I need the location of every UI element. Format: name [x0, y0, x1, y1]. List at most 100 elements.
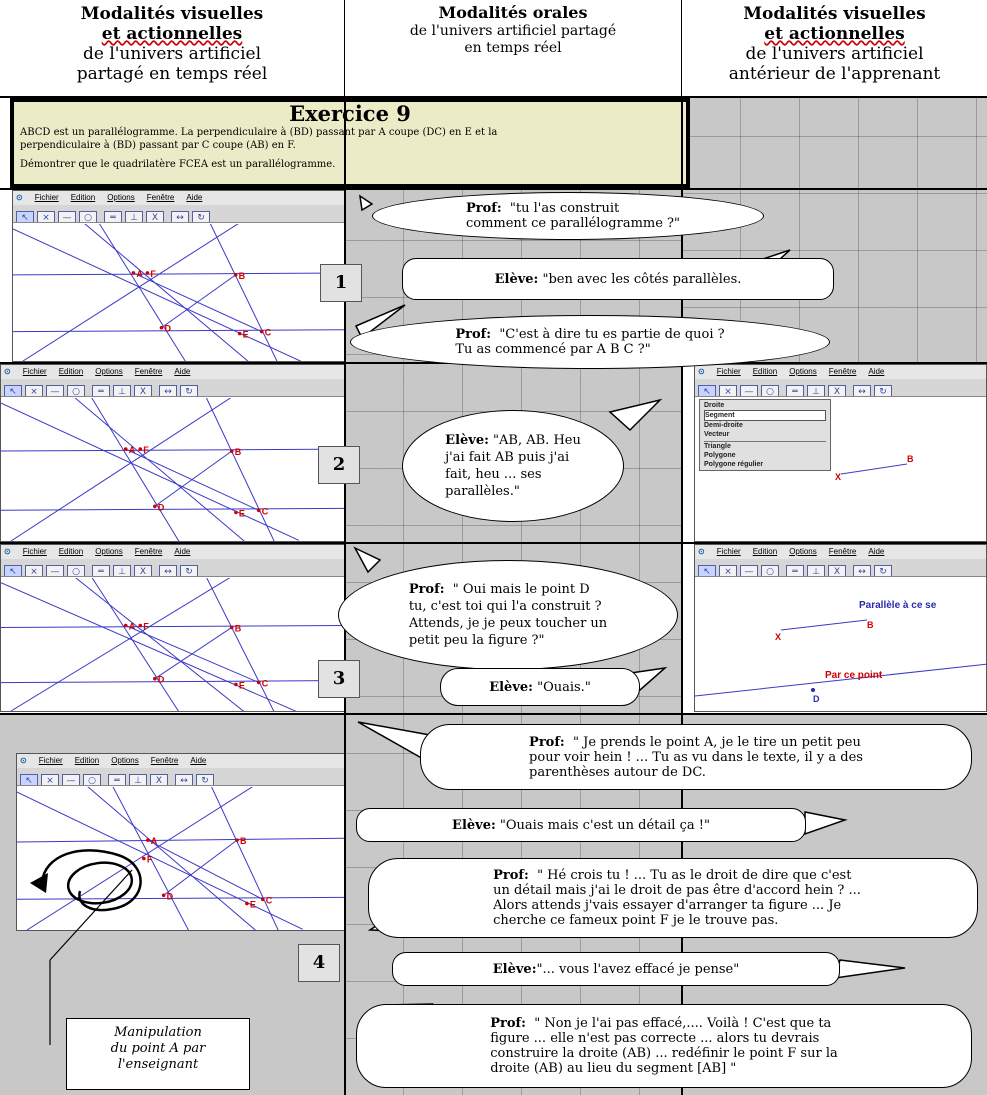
- construction-line[interactable]: [154, 626, 233, 680]
- construction-line[interactable]: [17, 896, 344, 900]
- construction-line[interactable]: [108, 787, 194, 930]
- construction-line[interactable]: [93, 224, 191, 361]
- transform-tool-icon[interactable]: ↻: [192, 211, 210, 222]
- segment-tool-icon[interactable]: —: [740, 385, 758, 396]
- menu-fentre[interactable]: Fenêtre: [134, 367, 163, 376]
- menu-aide[interactable]: Aide: [190, 756, 207, 765]
- construction-line[interactable]: [76, 787, 266, 930]
- menu-options[interactable]: Options: [789, 547, 817, 556]
- menu-aide[interactable]: Aide: [174, 547, 191, 556]
- point-a[interactable]: [131, 271, 136, 275]
- construction-line[interactable]: [63, 578, 256, 711]
- circle-tool-icon[interactable]: ○: [67, 385, 85, 396]
- point-e[interactable]: [234, 682, 238, 687]
- construction-line[interactable]: [86, 398, 185, 541]
- dropdown-item-droite[interactable]: Droite: [704, 402, 725, 409]
- construction-line[interactable]: [13, 329, 344, 333]
- circle-tool-icon[interactable]: ○: [67, 565, 85, 576]
- menu-options[interactable]: Options: [107, 193, 135, 202]
- menu-aide[interactable]: Aide: [174, 367, 191, 376]
- pointer-tool-icon[interactable]: ↖: [698, 385, 716, 396]
- menu-fichier[interactable]: Fichier: [22, 367, 47, 376]
- point-c[interactable]: [260, 897, 265, 902]
- line-tool-icon[interactable]: ⨯: [719, 385, 737, 396]
- menu-edition[interactable]: Edition: [58, 547, 84, 556]
- transform-tool-icon[interactable]: ↻: [180, 565, 198, 576]
- point-a[interactable]: [123, 623, 128, 628]
- point-c[interactable]: [256, 680, 261, 685]
- measure-tool-icon[interactable]: ↔: [853, 385, 871, 396]
- measure-tool-icon[interactable]: ↔: [853, 565, 871, 576]
- menu-fentre[interactable]: Fenêtre: [134, 547, 163, 556]
- intersection-tool-icon[interactable]: X: [150, 774, 168, 785]
- construction-line[interactable]: [10, 578, 246, 711]
- measure-tool-icon[interactable]: ↔: [159, 565, 177, 576]
- point-d[interactable]: [159, 325, 164, 330]
- dropdown-item-triangle[interactable]: Triangle: [704, 441, 826, 451]
- perpendicular-tool-icon[interactable]: ⊥: [125, 211, 143, 222]
- menu-fichier[interactable]: Fichier: [716, 547, 741, 556]
- point-f[interactable]: [145, 271, 150, 275]
- segment-tool-icon[interactable]: —: [740, 565, 758, 576]
- transform-tool-icon[interactable]: ↻: [874, 565, 892, 576]
- segment-tool-icon[interactable]: —: [62, 774, 80, 785]
- point-a[interactable]: [123, 447, 128, 451]
- point-c[interactable]: [256, 508, 261, 513]
- line-tool-icon[interactable]: ⨯: [719, 565, 737, 576]
- point-d[interactable]: [153, 676, 157, 681]
- line-tool-icon[interactable]: ⨯: [37, 211, 55, 222]
- measure-tool-icon[interactable]: ↔: [175, 774, 193, 785]
- intersection-tool-icon[interactable]: X: [828, 385, 846, 396]
- menu-options[interactable]: Options: [111, 756, 139, 765]
- dropdown-item-polygonergulier[interactable]: Polygone régulier: [704, 461, 764, 468]
- construction-line[interactable]: [73, 224, 260, 361]
- construction-line[interactable]: [1, 582, 299, 711]
- point-d[interactable]: [153, 504, 157, 509]
- transform-tool-icon[interactable]: ↻: [180, 385, 198, 396]
- construction-line[interactable]: [26, 787, 268, 930]
- menu-edition[interactable]: Edition: [752, 367, 778, 376]
- transform-tool-icon[interactable]: ↻: [196, 774, 214, 785]
- line-tool-icon[interactable]: ⨯: [25, 565, 43, 576]
- segment-tool-icon[interactable]: —: [46, 385, 64, 396]
- construction-line[interactable]: [206, 224, 282, 361]
- construction-line[interactable]: [1, 680, 344, 684]
- construction-line[interactable]: [1, 448, 344, 452]
- parallel-tool-icon[interactable]: ═: [92, 385, 110, 396]
- construction-line[interactable]: [1, 624, 344, 628]
- menu-fentre[interactable]: Fenêtre: [828, 367, 857, 376]
- construction-line[interactable]: [17, 791, 303, 930]
- pointer-tool-icon[interactable]: ↖: [16, 211, 34, 222]
- intersection-tool-icon[interactable]: X: [134, 565, 152, 576]
- construction-line[interactable]: [163, 839, 238, 896]
- construction-line[interactable]: [13, 272, 344, 276]
- intersection-tool-icon[interactable]: X: [134, 385, 152, 396]
- point-d[interactable]: [161, 893, 166, 898]
- transform-tool-icon[interactable]: ↻: [874, 385, 892, 396]
- menu-aide[interactable]: Aide: [868, 547, 885, 556]
- menu-edition[interactable]: Edition: [58, 367, 84, 376]
- line-tool-icon[interactable]: ⨯: [41, 774, 59, 785]
- construction-line[interactable]: [10, 398, 246, 541]
- menu-edition[interactable]: Edition: [70, 193, 96, 202]
- menu-edition[interactable]: Edition: [74, 756, 100, 765]
- point-d[interactable]: [811, 688, 815, 692]
- intersection-tool-icon[interactable]: X: [146, 211, 164, 222]
- pointer-tool-icon[interactable]: ↖: [4, 385, 22, 396]
- dropdown-item-polygone[interactable]: Polygone: [704, 452, 736, 459]
- construction-line[interactable]: [1, 507, 344, 511]
- point-f[interactable]: [138, 623, 143, 628]
- intersection-tool-icon[interactable]: X: [828, 565, 846, 576]
- menu-aide[interactable]: Aide: [868, 367, 885, 376]
- point-b[interactable]: [233, 273, 238, 277]
- construction-line[interactable]: [17, 837, 344, 843]
- point-e[interactable]: [245, 901, 249, 906]
- pointer-tool-icon[interactable]: ↖: [20, 774, 38, 785]
- parallel-tool-icon[interactable]: ═: [108, 774, 126, 785]
- construction-line[interactable]: [202, 578, 279, 711]
- measure-tool-icon[interactable]: ↔: [171, 211, 189, 222]
- line-tool-icon[interactable]: ⨯: [25, 385, 43, 396]
- menu-fentre[interactable]: Fenêtre: [150, 756, 179, 765]
- pointer-tool-icon[interactable]: ↖: [698, 565, 716, 576]
- point-e[interactable]: [237, 331, 242, 336]
